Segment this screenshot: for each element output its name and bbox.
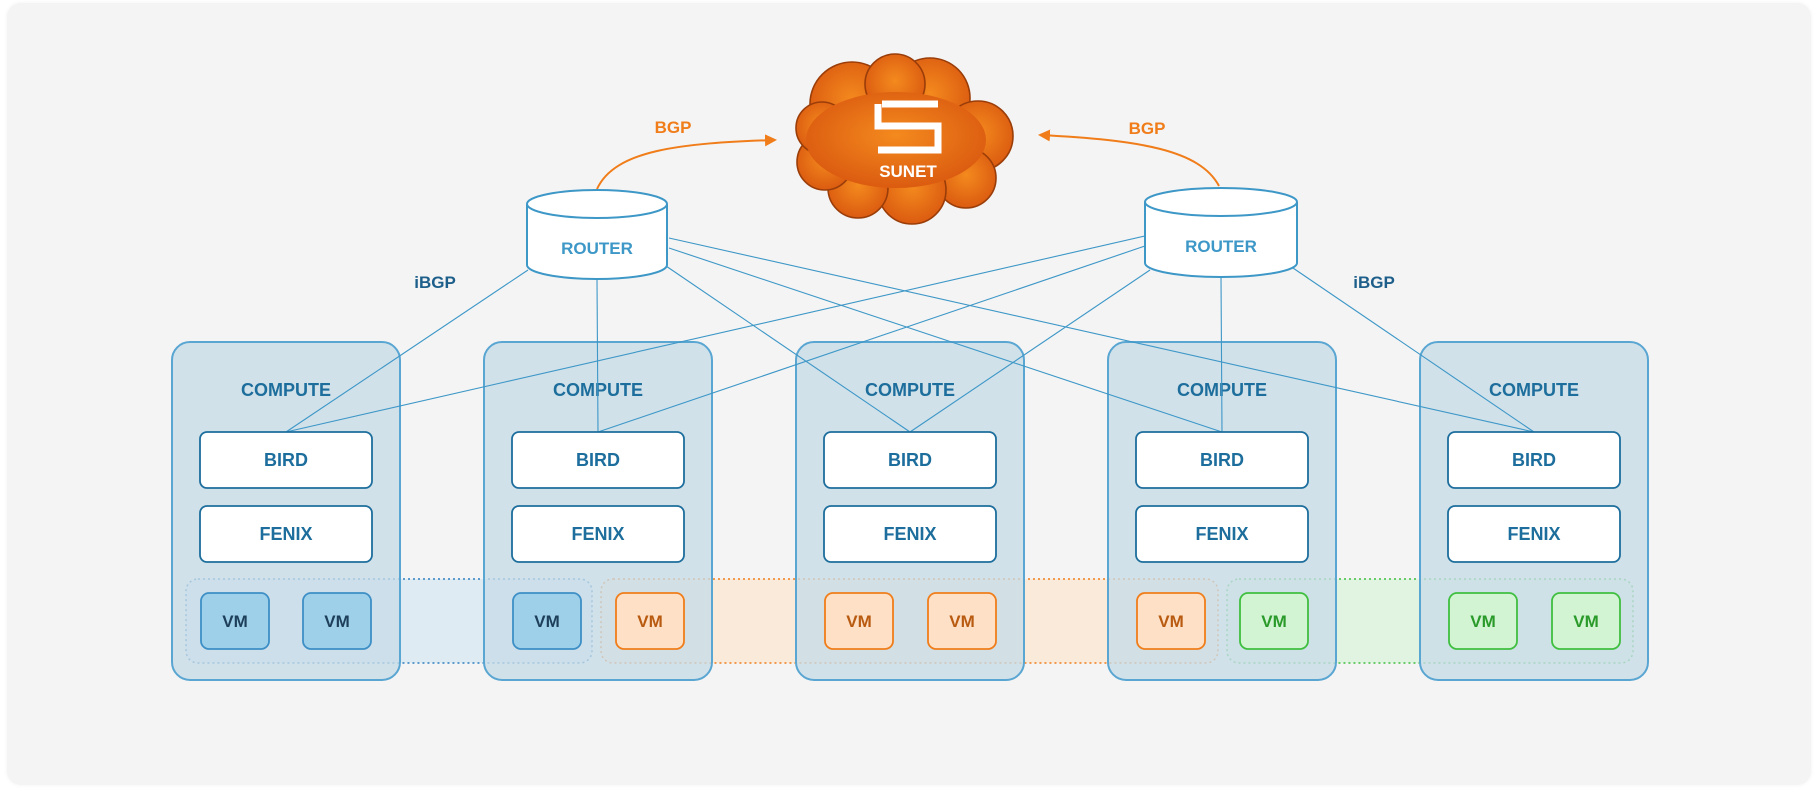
- vm-label: VM: [846, 612, 872, 631]
- vm-box-orange: VM: [615, 592, 685, 650]
- vm-label: VM: [534, 612, 560, 631]
- bird-box: BIRD: [199, 431, 373, 489]
- ibgp-label-left: iBGP: [414, 273, 456, 292]
- vm-box-orange: VM: [1136, 592, 1206, 650]
- fenix-label: FENIX: [259, 524, 312, 544]
- ibgp-link: [285, 269, 529, 433]
- router-label: ROUTER: [561, 239, 633, 258]
- bgp-label-left: BGP: [655, 118, 692, 137]
- cloud-label: SUNET: [879, 162, 937, 181]
- vm-box-orange: VM: [824, 592, 894, 650]
- fenix-label: FENIX: [571, 524, 624, 544]
- bird-box: BIRD: [1135, 431, 1309, 489]
- ibgp-link: [668, 247, 1223, 433]
- ibgp-links: [285, 235, 1535, 433]
- ibgp-link: [597, 245, 1146, 433]
- bgp-arrow-right: [1038, 129, 1220, 187]
- router-left: ROUTER: [526, 189, 668, 280]
- fenix-label: FENIX: [1195, 524, 1248, 544]
- vm-box-orange: VM: [927, 592, 997, 650]
- ibgp-label-right: iBGP: [1353, 273, 1395, 292]
- fenix-label: FENIX: [1507, 524, 1560, 544]
- bgp-arrow-left: [596, 134, 777, 190]
- vm-box-blue: VM: [512, 592, 582, 650]
- ibgp-link: [668, 237, 1535, 433]
- bird-label: BIRD: [888, 450, 932, 470]
- ibgp-link: [285, 235, 1146, 433]
- bgp-label-right: BGP: [1129, 119, 1166, 138]
- vm-box-green: VM: [1448, 592, 1518, 650]
- ibgp-link: [665, 265, 911, 433]
- compute-title: COMPUTE: [865, 380, 955, 400]
- bird-label: BIRD: [264, 450, 308, 470]
- bird-box: BIRD: [511, 431, 685, 489]
- sunet-logo-icon: [874, 100, 942, 154]
- bird-label: BIRD: [576, 450, 620, 470]
- vm-box-blue: VM: [302, 592, 372, 650]
- ibgp-link: [909, 269, 1151, 433]
- bird-box: BIRD: [1447, 431, 1621, 489]
- bird-label: BIRD: [1200, 450, 1244, 470]
- vm-label: VM: [222, 612, 248, 631]
- compute-title: COMPUTE: [1489, 380, 1579, 400]
- fenix-box: FENIX: [199, 505, 373, 563]
- vm-box-blue: VM: [200, 592, 270, 650]
- sunet-cloud: SUNET: [795, 53, 1014, 225]
- router-label: ROUTER: [1185, 237, 1257, 256]
- vm-label: VM: [637, 612, 663, 631]
- fenix-label: FENIX: [883, 524, 936, 544]
- router-right: ROUTER: [1144, 187, 1298, 278]
- fenix-box: FENIX: [1135, 505, 1309, 563]
- ibgp-link: [596, 278, 599, 433]
- bird-label: BIRD: [1512, 450, 1556, 470]
- fenix-box: FENIX: [823, 505, 997, 563]
- bird-box: BIRD: [823, 431, 997, 489]
- vm-box-green: VM: [1239, 592, 1309, 650]
- vm-label: VM: [1261, 612, 1287, 631]
- vm-label: VM: [1158, 612, 1184, 631]
- vm-label: VM: [1573, 612, 1599, 631]
- compute-title: COMPUTE: [241, 380, 331, 400]
- vm-label: VM: [324, 612, 350, 631]
- vm-label: VM: [1470, 612, 1496, 631]
- ibgp-link: [1292, 267, 1535, 433]
- fenix-box: FENIX: [1447, 505, 1621, 563]
- fenix-box: FENIX: [511, 505, 685, 563]
- ibgp-link: [1220, 276, 1223, 433]
- vm-label: VM: [949, 612, 975, 631]
- vm-box-green: VM: [1551, 592, 1621, 650]
